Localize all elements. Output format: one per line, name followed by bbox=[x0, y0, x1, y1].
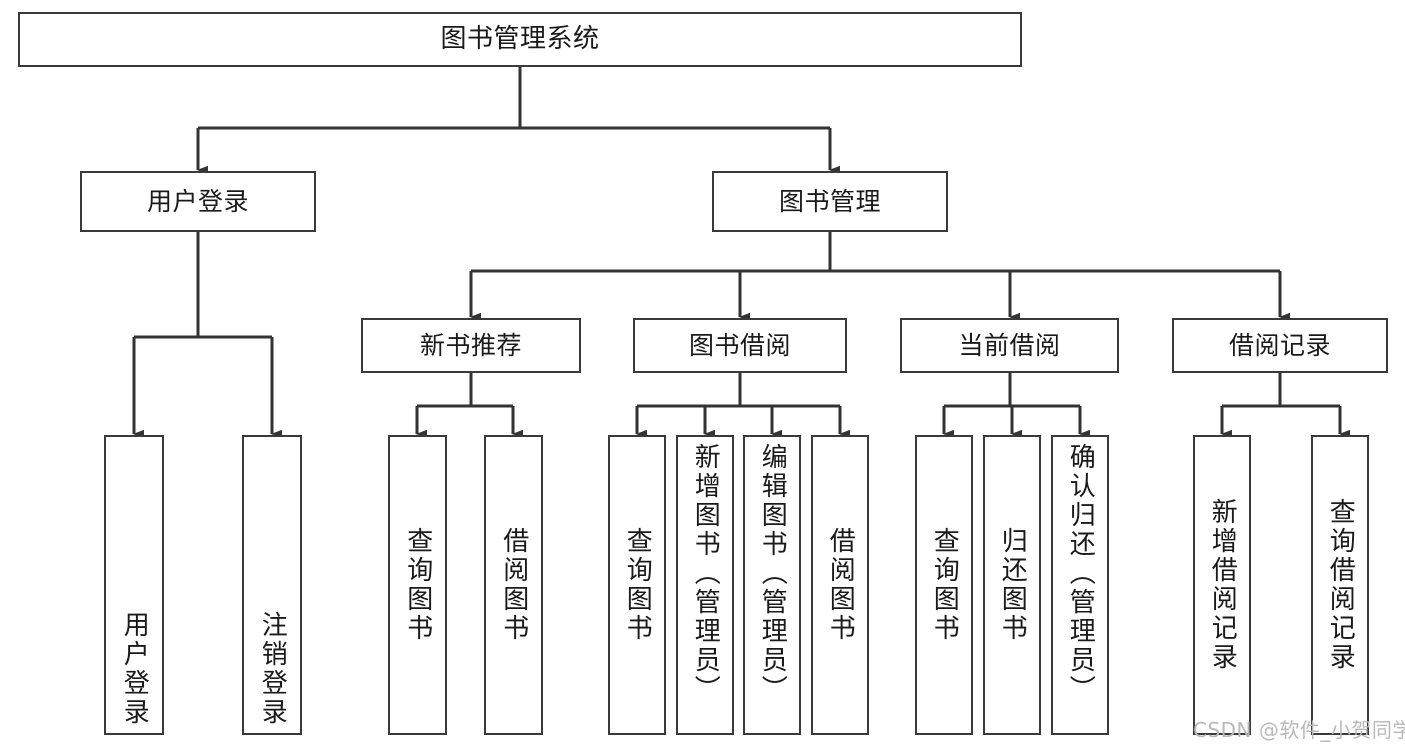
leaf-node-查询图书[interactable]: 查询图书 bbox=[388, 435, 447, 735]
leaf-node-确认归还管理员[interactable]: 确认归还（管理员） bbox=[1051, 435, 1109, 735]
leaf-node-编辑图书管理员[interactable]: 编辑图书（管理员） bbox=[743, 435, 801, 735]
node-label: 借阅图书 bbox=[825, 527, 856, 643]
level3-node-新书推荐[interactable]: 新书推荐 bbox=[361, 318, 581, 373]
node-label: 归还图书 bbox=[997, 527, 1028, 643]
node-label: 新增借阅记录 bbox=[1207, 498, 1238, 672]
level2-node-用户登录[interactable]: 用户登录 bbox=[80, 171, 316, 232]
level3-node-当前借阅[interactable]: 当前借阅 bbox=[900, 318, 1119, 373]
node-label: 图书管理 bbox=[778, 187, 881, 216]
node-label: 查询借阅记录 bbox=[1325, 498, 1356, 672]
node-label: 注销登录 bbox=[257, 611, 288, 727]
node-label: 借阅记录 bbox=[1228, 331, 1331, 360]
level2-node-图书管理[interactable]: 图书管理 bbox=[712, 171, 948, 232]
node-label: 图书借阅 bbox=[688, 331, 791, 360]
node-label: 新书推荐 bbox=[419, 331, 522, 360]
leaf-node-新增图书管理员[interactable]: 新增图书（管理员） bbox=[676, 435, 734, 735]
leaf-node-借阅图书[interactable]: 借阅图书 bbox=[484, 435, 543, 735]
leaf-node-借阅图书[interactable]: 借阅图书 bbox=[811, 435, 869, 735]
node-label: 新增图书（管理员） bbox=[690, 443, 721, 704]
node-label: 借阅图书 bbox=[498, 527, 529, 643]
level3-node-图书借阅[interactable]: 图书借阅 bbox=[633, 318, 847, 373]
root-node-图书管理系统[interactable]: 图书管理系统 bbox=[18, 12, 1022, 67]
node-label: 查询图书 bbox=[622, 527, 653, 643]
leaf-node-用户登录[interactable]: 用户登录 bbox=[104, 435, 164, 735]
node-label: 查询图书 bbox=[402, 527, 433, 643]
node-label: 图书管理系统 bbox=[440, 24, 600, 55]
leaf-node-新增借阅记录[interactable]: 新增借阅记录 bbox=[1193, 435, 1251, 735]
leaf-node-查询借阅记录[interactable]: 查询借阅记录 bbox=[1311, 435, 1369, 735]
level3-node-借阅记录[interactable]: 借阅记录 bbox=[1172, 318, 1388, 373]
leaf-node-注销登录[interactable]: 注销登录 bbox=[242, 435, 302, 735]
node-label: 查询图书 bbox=[929, 527, 960, 643]
node-label: 用户登录 bbox=[146, 187, 249, 216]
leaf-node-查询图书[interactable]: 查询图书 bbox=[915, 435, 973, 735]
leaf-node-查询图书[interactable]: 查询图书 bbox=[608, 435, 666, 735]
node-label: 编辑图书（管理员） bbox=[757, 443, 788, 704]
csdn-watermark: CSDN @软件_小贺同学 bbox=[1193, 718, 1405, 742]
leaf-node-归还图书[interactable]: 归还图书 bbox=[983, 435, 1041, 735]
node-label: 用户登录 bbox=[119, 611, 150, 727]
node-label: 确认归还（管理员） bbox=[1065, 443, 1096, 704]
node-label: 当前借阅 bbox=[958, 331, 1061, 360]
